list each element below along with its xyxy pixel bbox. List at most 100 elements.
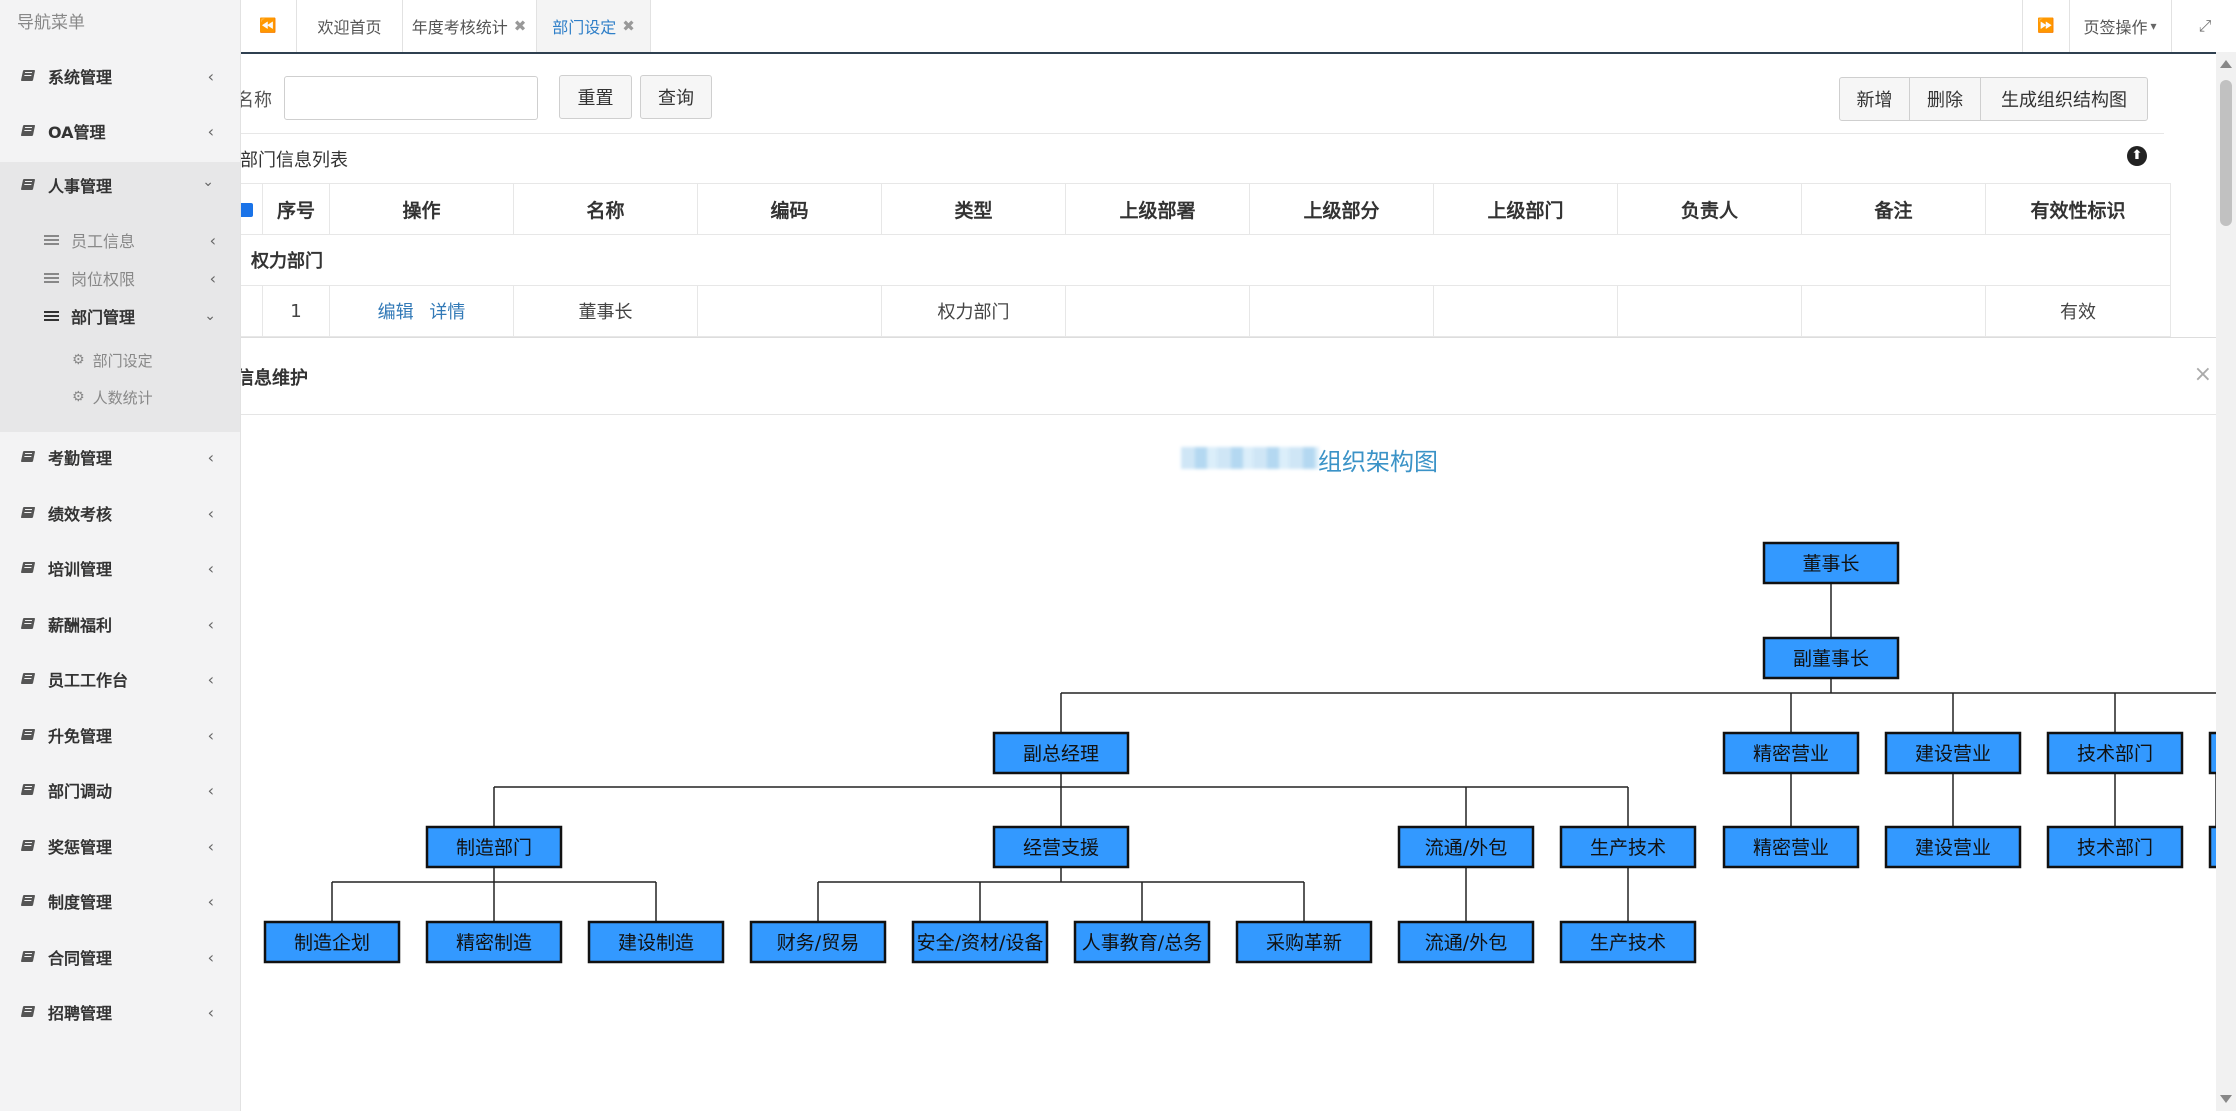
org-node-box: [1762, 636, 1900, 680]
menu-label: 员工工作台: [48, 671, 129, 690]
menu-item-rules[interactable]: 制度管理 ‹: [0, 878, 240, 924]
org-node-label: 精密营业: [1753, 743, 1829, 765]
org-node[interactable]: 副董事长: [1762, 636, 1900, 680]
org-node[interactable]: 生产技术: [1559, 920, 1697, 964]
org-node[interactable]: 流通/外包: [1397, 825, 1535, 869]
cell-up1: [1065, 285, 1250, 337]
delete-button[interactable]: 删除: [1909, 77, 1981, 121]
book-icon: [22, 673, 36, 685]
org-node-box: [2046, 825, 2184, 869]
menu-item-performance[interactable]: 绩效考核 ‹: [0, 490, 240, 536]
page-scrollbar[interactable]: [2216, 52, 2236, 1111]
org-node[interactable]: 技术部门: [2046, 731, 2184, 775]
menu-item-workbench[interactable]: 员工工作台 ‹: [0, 656, 240, 702]
org-node[interactable]: 精密制造: [425, 920, 563, 964]
scroll-down-arrow-icon[interactable]: [2220, 1095, 2232, 1103]
gears-icon: ⚙: [72, 389, 85, 405]
menu-item-recruit[interactable]: 招聘管理 ‹: [0, 989, 240, 1035]
org-node[interactable]: 建设营业: [1884, 731, 2022, 775]
tab-annual-stats[interactable]: 年度考核统计 ✖: [402, 0, 537, 52]
menu-label: 部门调动: [48, 782, 113, 801]
menu-label: 培训管理: [48, 560, 113, 579]
tabs-prev-button[interactable]: ⏪: [240, 0, 297, 52]
book-icon: [22, 1006, 36, 1018]
org-node[interactable]: 安全/资材/设备: [911, 920, 1049, 964]
org-node[interactable]: 财务/贸易: [749, 920, 887, 964]
org-node[interactable]: 采购革新: [1235, 920, 1373, 964]
menu-item-hr[interactable]: 人事管理 ⌄: [0, 162, 240, 432]
menu-item-contract[interactable]: 合同管理 ‹: [0, 934, 240, 980]
subsub-item-headcount[interactable]: ⚙ 人数统计: [0, 379, 240, 415]
chevron-left-icon: ‹: [207, 1002, 214, 1022]
org-node[interactable]: 经营支援: [992, 825, 1130, 869]
cell-name: 董事长: [513, 285, 698, 337]
page-ops-dropdown[interactable]: 页签操作 ▾: [2069, 0, 2172, 52]
dialog-divider: [240, 414, 2216, 415]
edit-link[interactable]: 编辑: [377, 302, 414, 323]
scroll-up-arrow-icon[interactable]: [2220, 60, 2232, 68]
close-icon[interactable]: ✖: [513, 17, 527, 35]
tab-welcome[interactable]: 欢迎首页: [296, 0, 403, 52]
org-node[interactable]: 制造部门: [425, 825, 563, 869]
sub-item-dept-mgmt[interactable]: 部门管理 ⌄: [0, 297, 240, 335]
column-header: 上级部署: [1065, 183, 1250, 235]
detail-link[interactable]: 详情: [429, 302, 466, 323]
add-button[interactable]: 新增: [1839, 77, 1910, 121]
upload-icon[interactable]: ⬆: [2127, 146, 2147, 166]
tab-dept-setting[interactable]: 部门设定 ✖: [537, 0, 651, 52]
sub-item-employee-info[interactable]: 员工信息 ‹: [0, 221, 240, 259]
menu-label: 制度管理: [48, 893, 113, 912]
tabs-next-button[interactable]: ⏩: [2022, 0, 2070, 52]
reset-button[interactable]: 重置: [559, 75, 632, 119]
chevron-left-icon: ‹: [207, 947, 214, 967]
org-node-label: 精密制造: [456, 932, 532, 954]
org-node-box: [425, 920, 563, 964]
org-node[interactable]: 生产技术: [1559, 825, 1697, 869]
sub-item-post-permission[interactable]: 岗位权限 ‹: [0, 259, 240, 297]
org-node-box: [1073, 920, 1211, 964]
book-icon: [22, 895, 36, 907]
subsub-item-dept-setting[interactable]: ⚙ 部门设定: [0, 342, 240, 378]
org-node-label: 副董事长: [1793, 648, 1869, 670]
org-node[interactable]: 建设制造: [587, 920, 725, 964]
org-node[interactable]: 人事教育/总务: [1073, 920, 1211, 964]
org-chart-title: 组织架构图: [1318, 448, 1438, 476]
org-node[interactable]: 精密营业: [1722, 825, 1860, 869]
menu-item-rewards[interactable]: 奖惩管理 ‹: [0, 823, 240, 869]
chevron-left-icon: ‹: [207, 121, 214, 141]
org-node-label: 采购革新: [1266, 932, 1342, 954]
org-node[interactable]: 精密营业: [1722, 731, 1860, 775]
org-node-label: 技术部门: [2077, 743, 2153, 765]
group-row[interactable]: 权力部门: [228, 234, 2171, 286]
org-node-label: 建设营业: [1915, 837, 1991, 859]
menu-item-transfer[interactable]: 部门调动 ‹: [0, 767, 240, 813]
org-node-box: [425, 825, 563, 869]
menu-item-system[interactable]: 系统管理 ‹: [0, 53, 240, 99]
org-node[interactable]: 副总经理: [992, 731, 1130, 775]
menu-item-promotion[interactable]: 升免管理 ‹: [0, 712, 240, 758]
scroll-thumb[interactable]: [2220, 80, 2232, 226]
name-search-input[interactable]: [284, 76, 538, 120]
org-node-label: 建设营业: [1915, 743, 1991, 765]
menu-item-attendance[interactable]: 考勤管理 ‹: [0, 434, 240, 480]
cell-code: [697, 285, 882, 337]
chevron-left-icon: ‹: [207, 780, 214, 800]
org-node[interactable]: 流通/外包: [1397, 920, 1535, 964]
menu-label: 系统管理: [48, 68, 113, 87]
menu-label: 绩效考核: [48, 505, 113, 524]
menu-item-training[interactable]: 培训管理 ‹: [0, 545, 240, 591]
menu-item-salary[interactable]: 薪酬福利 ‹: [0, 601, 240, 647]
book-icon: [22, 784, 36, 796]
fullscreen-button[interactable]: ⤢: [2198, 16, 2212, 35]
org-node-label: 流通/外包: [1425, 837, 1507, 859]
query-button[interactable]: 查询: [640, 75, 712, 119]
org-node[interactable]: 董事长: [1762, 541, 1900, 585]
generate-org-chart-button[interactable]: 生成组织结构图: [1980, 77, 2148, 121]
menu-item-oa[interactable]: OA管理 ‹: [0, 108, 240, 154]
close-icon[interactable]: ✖: [622, 17, 635, 35]
list-icon: [44, 310, 59, 322]
org-node[interactable]: 建设营业: [1884, 825, 2022, 869]
close-icon[interactable]: ×: [2193, 362, 2212, 387]
org-node[interactable]: 制造企划: [263, 920, 401, 964]
org-node[interactable]: 技术部门: [2046, 825, 2184, 869]
